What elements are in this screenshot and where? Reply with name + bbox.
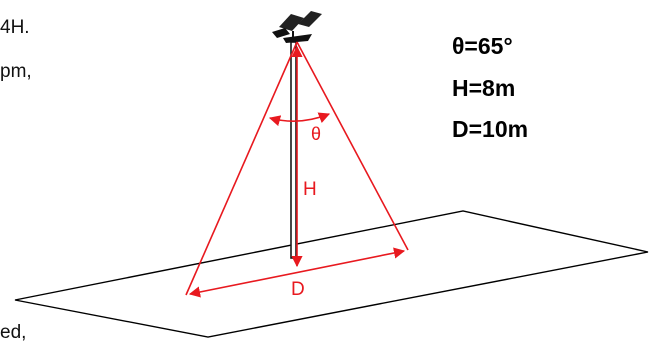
- height-label: H: [303, 179, 317, 200]
- angle-label: θ: [311, 124, 321, 144]
- cut-off-text-2: pm,: [0, 61, 32, 82]
- distance-label: D: [291, 279, 305, 300]
- angle-arc: [268, 112, 331, 127]
- lamp-pole: [290, 41, 297, 259]
- spec-angle: θ=65°: [452, 33, 513, 59]
- spec-distance: D=10m: [452, 116, 529, 142]
- distance-arrow: [188, 247, 406, 298]
- cut-off-text-3: ed,: [0, 322, 27, 343]
- ground-plane: [14, 210, 649, 338]
- cut-off-text-1: 4H.: [0, 17, 30, 38]
- solar-street-lamp-icon: [272, 11, 322, 43]
- spec-height: H=8m: [452, 75, 516, 101]
